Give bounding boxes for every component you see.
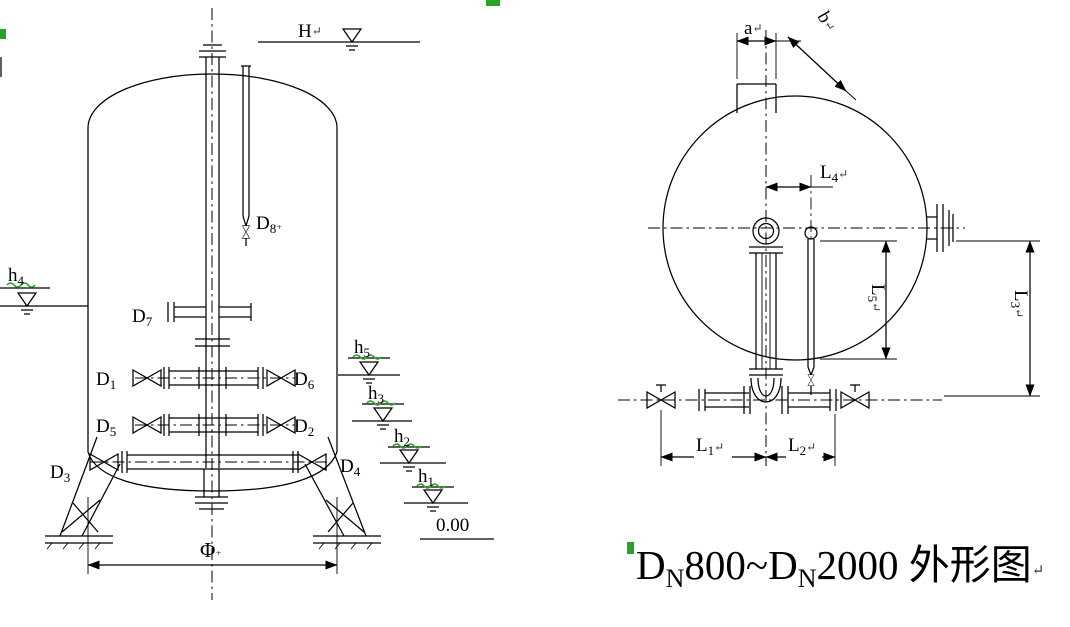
dim-l5 xyxy=(820,240,897,360)
bottom-pipeline xyxy=(618,384,942,414)
label-h2: h2 xyxy=(394,426,410,449)
label-d2: D2 xyxy=(294,416,314,439)
label-h5: h5 xyxy=(354,337,370,360)
label-d1: D1 xyxy=(96,369,116,392)
green-smudge-icon xyxy=(0,29,6,39)
label-h1: h1 xyxy=(418,466,434,489)
label-d5: D5 xyxy=(96,416,116,439)
label-d4: D4 xyxy=(340,456,361,479)
label-zero-datum: 0.00 xyxy=(436,515,469,536)
front-elevation-view xyxy=(0,8,494,600)
nozzle-d7 xyxy=(167,302,252,322)
level-mark-h3 xyxy=(352,400,412,430)
label-d7: D7 xyxy=(132,306,153,329)
water-level-icon xyxy=(373,407,393,430)
water-level-icon xyxy=(342,28,362,51)
figure-caption: DN800~DN2000 外形图↵ xyxy=(636,542,1044,593)
gauge-valve-icon xyxy=(807,374,815,386)
leg-right xyxy=(304,436,381,550)
tank-outline xyxy=(87,73,338,492)
label-phi: Φ₊ xyxy=(200,538,222,562)
labels: H↵ h4 D7 D8₊ D1 D6 h5 D5 D2 h3 D3 D4 h2 … xyxy=(8,8,1044,593)
side-nozzle xyxy=(927,204,954,252)
dim-phi xyxy=(87,497,338,574)
green-smudge-icon xyxy=(627,542,634,554)
pipe-d1-d6 xyxy=(132,367,296,389)
level-mark-h5 xyxy=(338,354,400,384)
green-smudge-icon xyxy=(486,0,500,6)
label-H: H↵ xyxy=(298,21,322,42)
d8-valve-icon xyxy=(242,225,250,239)
water-level-icon xyxy=(399,449,419,472)
water-level-icon xyxy=(423,489,443,512)
scan-artifacts xyxy=(0,0,634,554)
label-l3: L3↵ xyxy=(1008,290,1031,318)
level-mark-h4 xyxy=(0,282,88,315)
label-h3: h3 xyxy=(368,383,384,406)
label-d3: D3 xyxy=(50,462,70,485)
level-gauge-tube xyxy=(241,65,251,246)
label-l2: L2↵ xyxy=(788,435,816,458)
level-mark-h1 xyxy=(404,483,468,512)
plan-view xyxy=(618,30,1040,466)
water-level-icon xyxy=(17,292,37,315)
label-l4: L4↵ xyxy=(820,162,848,185)
water-level-icon xyxy=(359,361,379,384)
plan-centerlines xyxy=(648,30,965,466)
label-d6: D6 xyxy=(294,369,315,392)
sight-gauge xyxy=(804,226,818,395)
dim-l3 xyxy=(944,240,1040,397)
top-inlet-pipe xyxy=(195,44,230,468)
label-l5: L5↵ xyxy=(865,284,888,312)
label-a: a↵ xyxy=(744,18,763,39)
top-nozzle xyxy=(736,83,777,113)
pipe-d5-d2 xyxy=(132,414,296,436)
level-mark-H xyxy=(258,28,420,51)
center-pipe-assembly xyxy=(749,217,783,403)
label-d8: D8₊ xyxy=(256,213,283,236)
pipe-d3-d4 xyxy=(89,451,330,473)
label-l1: L1↵ xyxy=(696,435,724,458)
bottom-drain-stub xyxy=(195,469,228,510)
label-h4: h4 xyxy=(8,265,25,288)
leg-left xyxy=(45,436,121,550)
level-mark-h2 xyxy=(380,443,446,472)
dim-l1-l2 xyxy=(660,410,836,466)
dim-b xyxy=(787,36,857,101)
label-b: b↵ xyxy=(813,8,841,35)
